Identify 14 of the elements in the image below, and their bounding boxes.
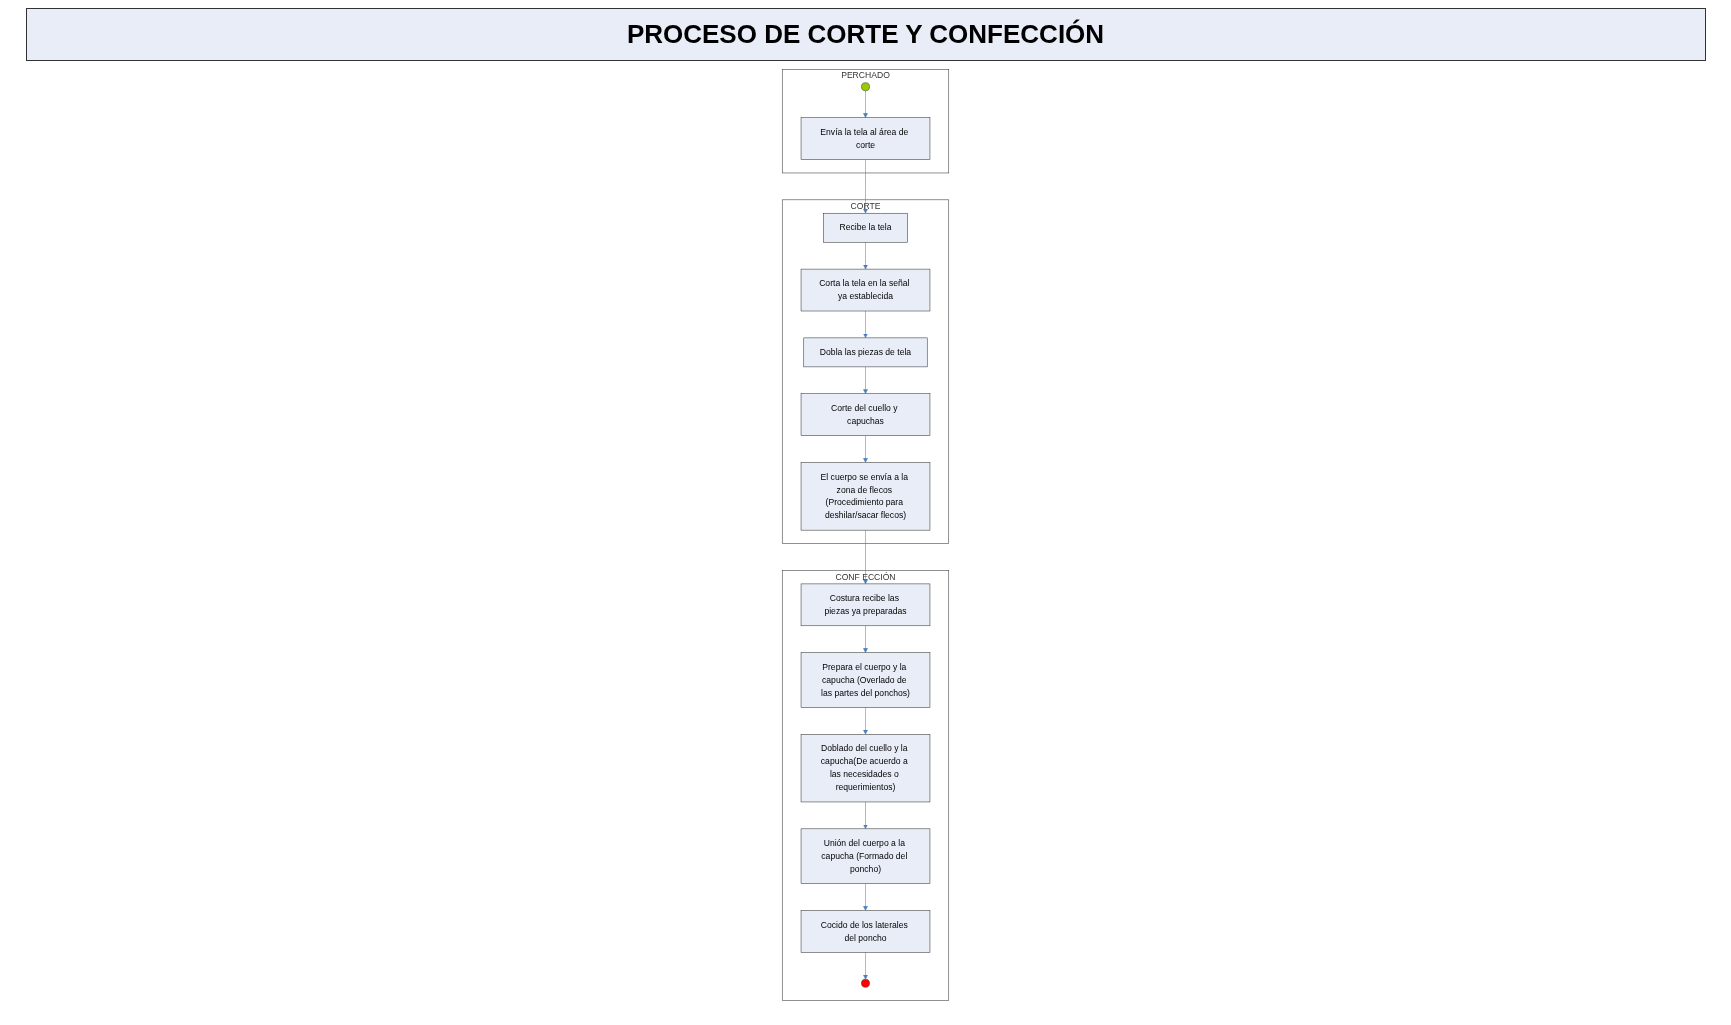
- node-box: Dobla las piezas de tela: [803, 337, 928, 368]
- node-box: Cocido de los laterales del poncho: [800, 910, 931, 953]
- diagram-title: PROCESO DE CORTE Y CONFECCIÓN: [25, 8, 1706, 61]
- node-circle: [861, 82, 870, 92]
- node-circle: [861, 978, 870, 988]
- node-box: Prepara el cuerpo y la capucha (Overlado de las partes del ponchos): [800, 652, 931, 708]
- node-box: Envía la tela al área de corte: [800, 117, 931, 160]
- node-box: Costura recibe las piezas ya preparadas: [800, 583, 931, 627]
- node-box: El cuerpo se envía a la zona de flecos (Procedimiento para deshilar/sacar flecos): [800, 462, 931, 531]
- node-box: Unión del cuerpo a la capucha (Formado del poncho): [800, 828, 931, 884]
- node-box: Doblado del cuello y la capucha(De acuerdo a las necesidades o requerimientos): [800, 734, 931, 803]
- node-box: Recibe la tela: [823, 213, 908, 243]
- node-box: Corte del cuello y capuchas: [800, 393, 931, 436]
- node-box: Corta la tela en la señal ya establecida: [800, 268, 931, 312]
